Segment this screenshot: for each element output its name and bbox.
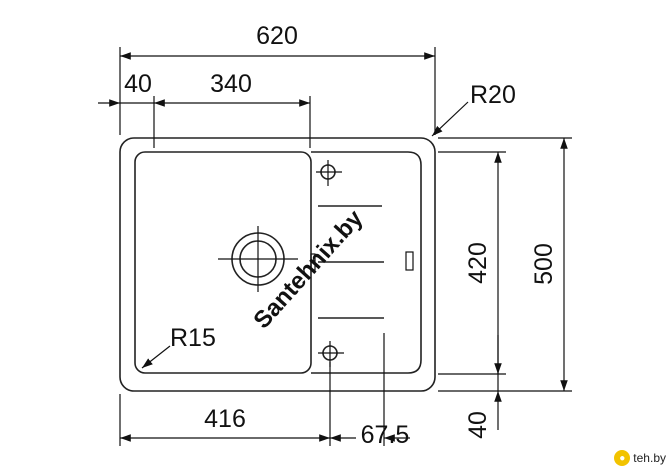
dim-bowl-bottom-width: 416 — [204, 405, 246, 433]
teh-logo-icon: ● — [614, 450, 631, 466]
dim-bowl-radius: R15 — [170, 324, 216, 352]
bowl-outline — [134, 151, 312, 374]
tap-hole-top-icon — [316, 160, 342, 186]
leader-r15 — [141, 345, 171, 369]
dim-overall-width: 620 — [256, 22, 298, 50]
sink-outer-outline — [119, 137, 436, 392]
site-badge[interactable]: ● teh.by — [614, 449, 666, 467]
dim-outer-radius: R20 — [470, 81, 516, 109]
dim-overall-depth: 500 — [530, 243, 558, 285]
dim-tap-offset: 67.5 — [361, 421, 410, 449]
dim-bowl-width: 340 — [210, 70, 252, 98]
drain-icon — [218, 226, 298, 292]
leader-r20 — [431, 101, 469, 137]
dim-left-margin: 40 — [124, 70, 152, 98]
drainer-ribs — [310, 205, 414, 319]
dim-bottom-margin: 40 — [464, 411, 492, 439]
watermark: Santehnix.by — [248, 204, 368, 334]
tap-hole-bottom-icon — [318, 341, 344, 367]
drainer-outline — [311, 151, 422, 374]
site-badge-label: teh.by — [633, 451, 666, 465]
dim-bowl-height: 420 — [464, 242, 492, 284]
